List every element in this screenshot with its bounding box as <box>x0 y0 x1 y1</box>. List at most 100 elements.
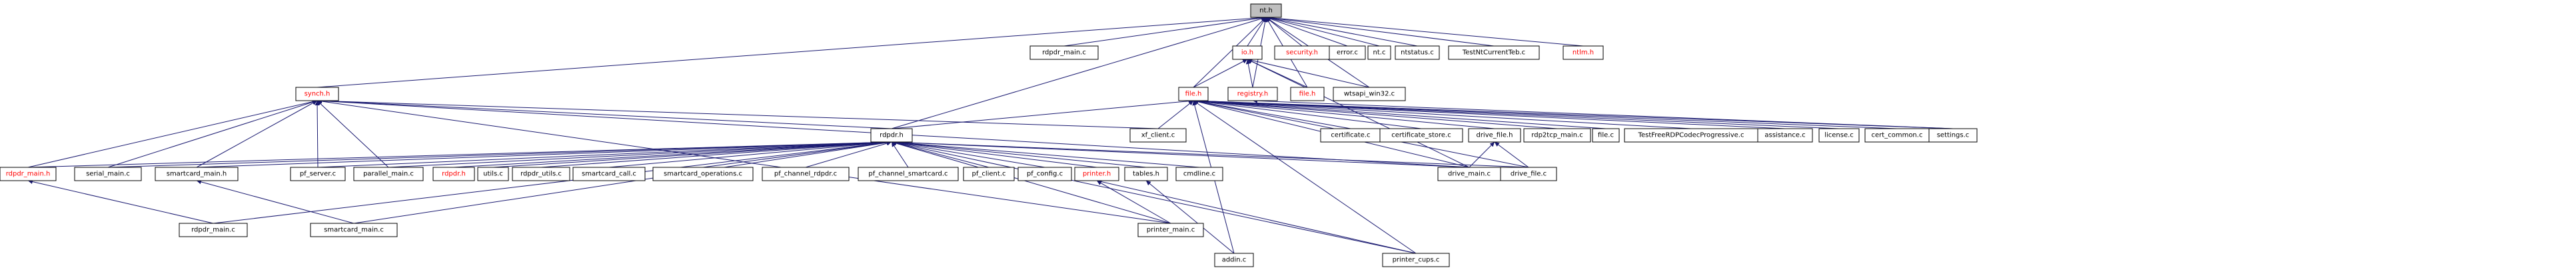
edge-synch-h-to-nt-h <box>317 15 1267 88</box>
edge-printer-main-c-to-printer-h <box>1096 180 1171 224</box>
edge-printer-cups-c-to-rdpdr-h <box>891 141 1417 254</box>
edge-settings-c-to-file-h <box>1193 98 1954 129</box>
node-pf-channel-smartcard-c[interactable]: pf_channel_smartcard.c <box>858 167 959 181</box>
node-label: error.c <box>1337 49 1358 57</box>
node-label: rdpdr.h <box>880 132 904 139</box>
node-label: wtsapi_win32.c <box>1344 91 1395 98</box>
node-serial-main-c[interactable]: serial_main.c <box>74 167 142 181</box>
edge-pf-channel-rdpdr-c-to-rdpdr-h <box>805 141 892 168</box>
node-pf-channel-rdpdr-c[interactable]: pf_channel_rdpdr.c <box>762 167 850 181</box>
edge-rdpdr-h-to-nt-h <box>891 16 1267 129</box>
edge-registry-h-to-io-h <box>1245 59 1253 88</box>
node-addin-c[interactable]: addin.c <box>1214 253 1254 267</box>
node-cert-common-c[interactable]: cert_common.c <box>1864 128 1930 143</box>
node-rdpdr-utils-c[interactable]: rdpdr_utils.c <box>512 167 570 181</box>
node-security-h[interactable]: security.h <box>1274 45 1330 60</box>
node-smartcard-main-h[interactable]: smartcard_main.h <box>155 167 239 181</box>
edge-testfreerdpcodecprogressive-c-to-file-h <box>1193 98 1692 129</box>
edge-error-c-to-nt-h <box>1265 17 1348 47</box>
node-printer-main-c[interactable]: printer_main.c <box>1137 223 1204 237</box>
node-box <box>295 87 339 101</box>
node-ntlm-h[interactable]: ntlm.h <box>1563 45 1604 60</box>
node-rdpdr-h[interactable]: rdpdr.h <box>432 167 475 181</box>
node-label: rdpdr_utils.c <box>520 171 562 178</box>
edge-drive-file-c-to-rdpdr-h <box>891 139 1529 168</box>
node-label: file.c <box>1598 132 1614 139</box>
edge-ntlm-h-to-nt-h <box>1265 15 1584 47</box>
node-file-h[interactable]: file.h <box>1178 87 1209 101</box>
node-label: drive_file.c <box>1511 171 1547 178</box>
node-label: drive_main.c <box>1448 171 1491 178</box>
edge-rdp2tcp-main-c-to-file-h <box>1193 99 1558 129</box>
node-testntcurrentteb-c[interactable]: TestNtCurrentTeb.c <box>1448 45 1540 60</box>
node-file-c[interactable]: file.c <box>1592 128 1620 143</box>
node-drive-main-c[interactable]: drive_main.c <box>1437 167 1501 181</box>
edge-smartcard-main-h-to-synch-h <box>196 100 318 168</box>
node-box <box>1017 167 1072 181</box>
node-printer-h[interactable]: printer.h <box>1074 167 1119 181</box>
node-settings-c[interactable]: settings.c <box>1928 128 1978 143</box>
edge-certificate-c-to-file-h <box>1193 99 1351 129</box>
node-drive-file-h[interactable]: drive_file.h <box>1468 128 1521 143</box>
edge-nt-c-to-nt-h <box>1265 16 1380 47</box>
edge-smartcard-call-c-to-rdpdr-h <box>608 140 892 168</box>
node-rdpdr-main-c[interactable]: rdpdr_main.c <box>1029 45 1099 60</box>
node-label: printer.h <box>1083 171 1111 178</box>
node-utils-c[interactable]: utils.c <box>477 167 509 181</box>
node-pf-server-c[interactable]: pf_server.c <box>290 167 346 181</box>
node-label: synch.h <box>305 91 330 98</box>
node-cmdline-c[interactable]: cmdline.c <box>1175 167 1223 181</box>
node-certificate-store-c[interactable]: certificate_store.c <box>1379 128 1463 143</box>
node-label: pf_server.c <box>300 171 336 178</box>
node-file-h[interactable]: file.h <box>1290 87 1325 101</box>
node-io-h[interactable]: io.h <box>1232 45 1263 60</box>
edge-file-h-to-nt-h <box>1193 17 1267 88</box>
node-label: parallel_main.c <box>363 171 414 178</box>
node-testfreerdpcodecprogressive-c[interactable]: TestFreeRDPCodecProgressive.c <box>1624 128 1758 143</box>
node-registry-h[interactable]: registry.h <box>1227 87 1278 101</box>
node-wtsapi-win32-c[interactable]: wtsapi_win32.c <box>1333 87 1406 101</box>
node-smartcard-main-c[interactable]: smartcard_main.c <box>310 223 398 237</box>
node-nt-c[interactable]: nt.c <box>1367 45 1391 60</box>
node-assistance-c[interactable]: assistance.c <box>1757 128 1813 143</box>
node-box <box>310 223 398 237</box>
edge-serial-main-c-to-synch-h <box>107 99 318 168</box>
node-box <box>290 167 346 181</box>
node-tables-h[interactable]: tables.h <box>1124 167 1168 181</box>
edge-xf-client-c-to-file-h <box>1157 100 1194 129</box>
node-box <box>652 167 754 181</box>
node-rdpdr-main-c[interactable]: rdpdr_main.c <box>179 223 248 237</box>
node-parallel-main-c[interactable]: parallel_main.c <box>353 167 424 181</box>
node-rdp2tcp-main-c[interactable]: rdp2tcp_main.c <box>1523 128 1591 143</box>
node-pf-config-c[interactable]: pf_config.c <box>1017 167 1072 181</box>
node-pf-client-c[interactable]: pf_client.c <box>963 167 1015 181</box>
node-box <box>1395 45 1440 60</box>
edge-cert-common-c-to-file-h <box>1193 98 1898 129</box>
node-label: TestFreeRDPCodecProgressive.c <box>1638 132 1744 139</box>
node-synch-h[interactable]: synch.h <box>295 87 339 101</box>
node-box <box>1175 167 1223 181</box>
node-xf-client-c[interactable]: xf_client.c <box>1129 128 1187 143</box>
node-printer-cups-c[interactable]: printer_cups.c <box>1382 253 1450 267</box>
node-box <box>1500 167 1557 181</box>
edge-security-h-to-nt-h <box>1265 17 1303 47</box>
edge-file-c-to-file-h <box>1193 98 1607 129</box>
node-error-c[interactable]: error.c <box>1329 45 1366 60</box>
node-ntstatus-c[interactable]: ntstatus.c <box>1395 45 1440 60</box>
node-nt-h-root[interactable]: nt.h <box>1250 3 1282 18</box>
node-label: file.h <box>1185 91 1202 98</box>
node-box <box>870 128 913 143</box>
node-label: smartcard_call.c <box>582 171 636 178</box>
node-rdpdr-h[interactable]: rdpdr.h <box>870 128 913 143</box>
node-label: rdpdr_main.c <box>1042 49 1086 57</box>
node-license-c[interactable]: license.c <box>1818 128 1860 143</box>
file-nodes: nt.h rdpdr_main.c security.h error.c nt.c nts… <box>0 3 1978 267</box>
node-drive-file-c[interactable]: drive_file.c <box>1500 167 1557 181</box>
node-smartcard-call-c[interactable]: smartcard_call.c <box>572 167 646 181</box>
node-label: nt.h <box>1259 7 1273 15</box>
edge-rdpdr-h-to-synch-h <box>317 98 892 129</box>
node-smartcard-operations-c[interactable]: smartcard_operations.c <box>652 167 754 181</box>
node-certificate-c[interactable]: certificate.c <box>1320 128 1381 143</box>
node-rdpdr-main-h[interactable]: rdpdr_main.h <box>0 167 57 181</box>
node-box <box>963 167 1015 181</box>
